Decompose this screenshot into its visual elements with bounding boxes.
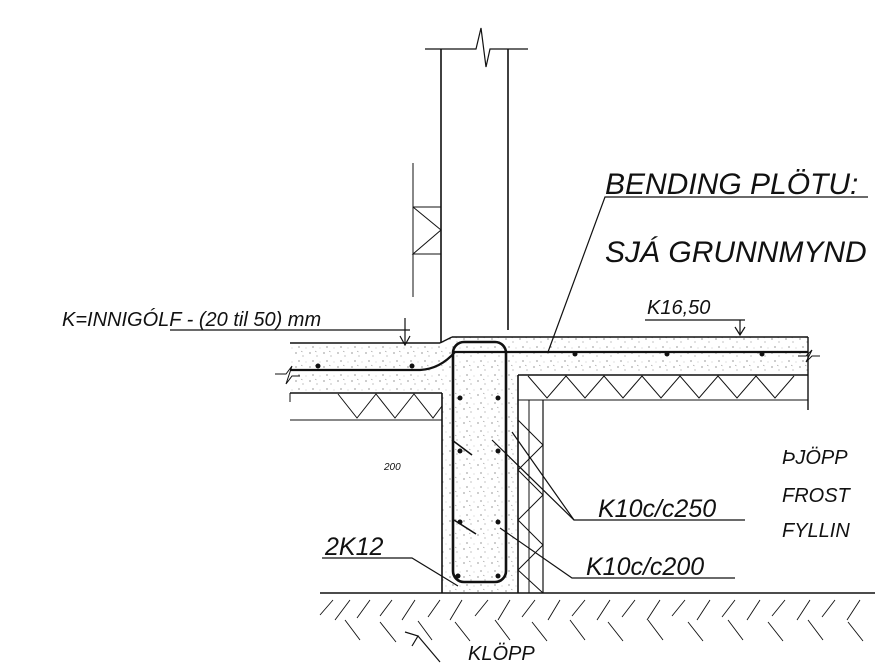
slab-rebar-dots — [315, 351, 765, 369]
slab-insulation — [289, 375, 808, 421]
stirrups-250-label: K10c/c250 — [598, 495, 716, 523]
footing-rebar-dots — [455, 395, 501, 579]
floor-slab — [275, 336, 820, 410]
foundation-footing — [441, 340, 519, 593]
stirrups-200-label: K10c/c200 — [586, 553, 704, 581]
fill-label-3: FYLLIN — [782, 520, 850, 542]
slab-reinforcement-label-2: SJÁ GRUNNMYND — [605, 236, 867, 269]
leader-lines — [322, 196, 868, 663]
fill-label-1: ÞJÖPP — [782, 447, 848, 469]
slab-reinforcement-label-1: BENDING PLÖTU: — [605, 168, 858, 201]
bottom-bars-label: 2K12 — [324, 533, 383, 561]
footing-insulation — [517, 400, 544, 594]
floor-level-label: K16,50 — [647, 297, 710, 319]
level-marker-k1650 — [645, 319, 746, 337]
wall-insulation-symbol — [411, 163, 442, 297]
fill-label-2: FROST — [782, 485, 852, 507]
wall-above — [425, 27, 528, 347]
floor-level-inside-label: K=INNIGÓLF - (20 til 50) mm — [62, 308, 321, 331]
dimension-200-label: 200 — [383, 462, 401, 473]
level-marker-floor — [170, 318, 411, 347]
bedrock-label: KLÖPP — [468, 643, 535, 665]
bedrock-ground — [319, 592, 875, 643]
